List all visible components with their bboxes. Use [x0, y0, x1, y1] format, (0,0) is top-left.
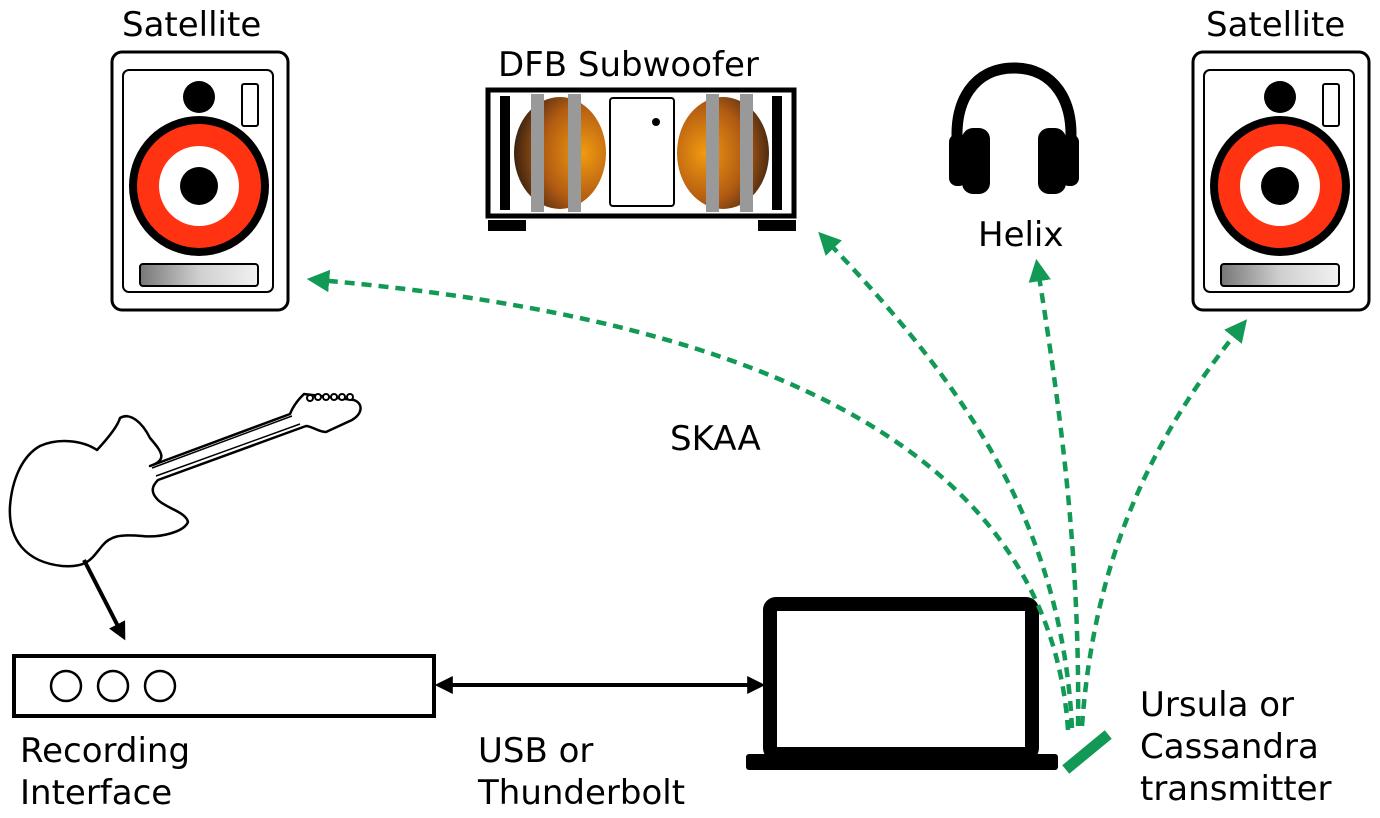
label-right-satellite: Satellite [1206, 5, 1346, 45]
audio-interface-icon [12, 654, 436, 718]
skaa-link-subwoofer [818, 231, 1075, 729]
right-satellite-speaker-icon [1191, 50, 1371, 312]
laptop-icon [746, 597, 1058, 770]
label-recording-interface: Recording Interface [20, 731, 191, 813]
subwoofer-icon [485, 87, 797, 231]
label-usb-thunderbolt: USB or Thunderbolt [478, 731, 686, 813]
headphones-icon [949, 62, 1079, 194]
skaa-link-helix [1028, 258, 1081, 727]
label-subwoofer: DFB Subwoofer [498, 45, 759, 85]
usb-dongle-icon [1062, 730, 1112, 774]
label-skaa: SKAA [670, 419, 761, 459]
guitar-to-interface-arrow [82, 559, 126, 641]
label-helix: Helix [978, 215, 1064, 255]
skaa-link-left-satellite [306, 269, 1071, 731]
skaa-link-right-satellite [1079, 319, 1248, 727]
label-transmitter: Ursula or Cassandra transmitter [1140, 685, 1332, 809]
label-left-satellite: Satellite [122, 5, 262, 45]
left-satellite-speaker-icon [110, 50, 290, 312]
guitar-icon [8, 392, 362, 568]
skaa-wireless-links [306, 231, 1248, 731]
